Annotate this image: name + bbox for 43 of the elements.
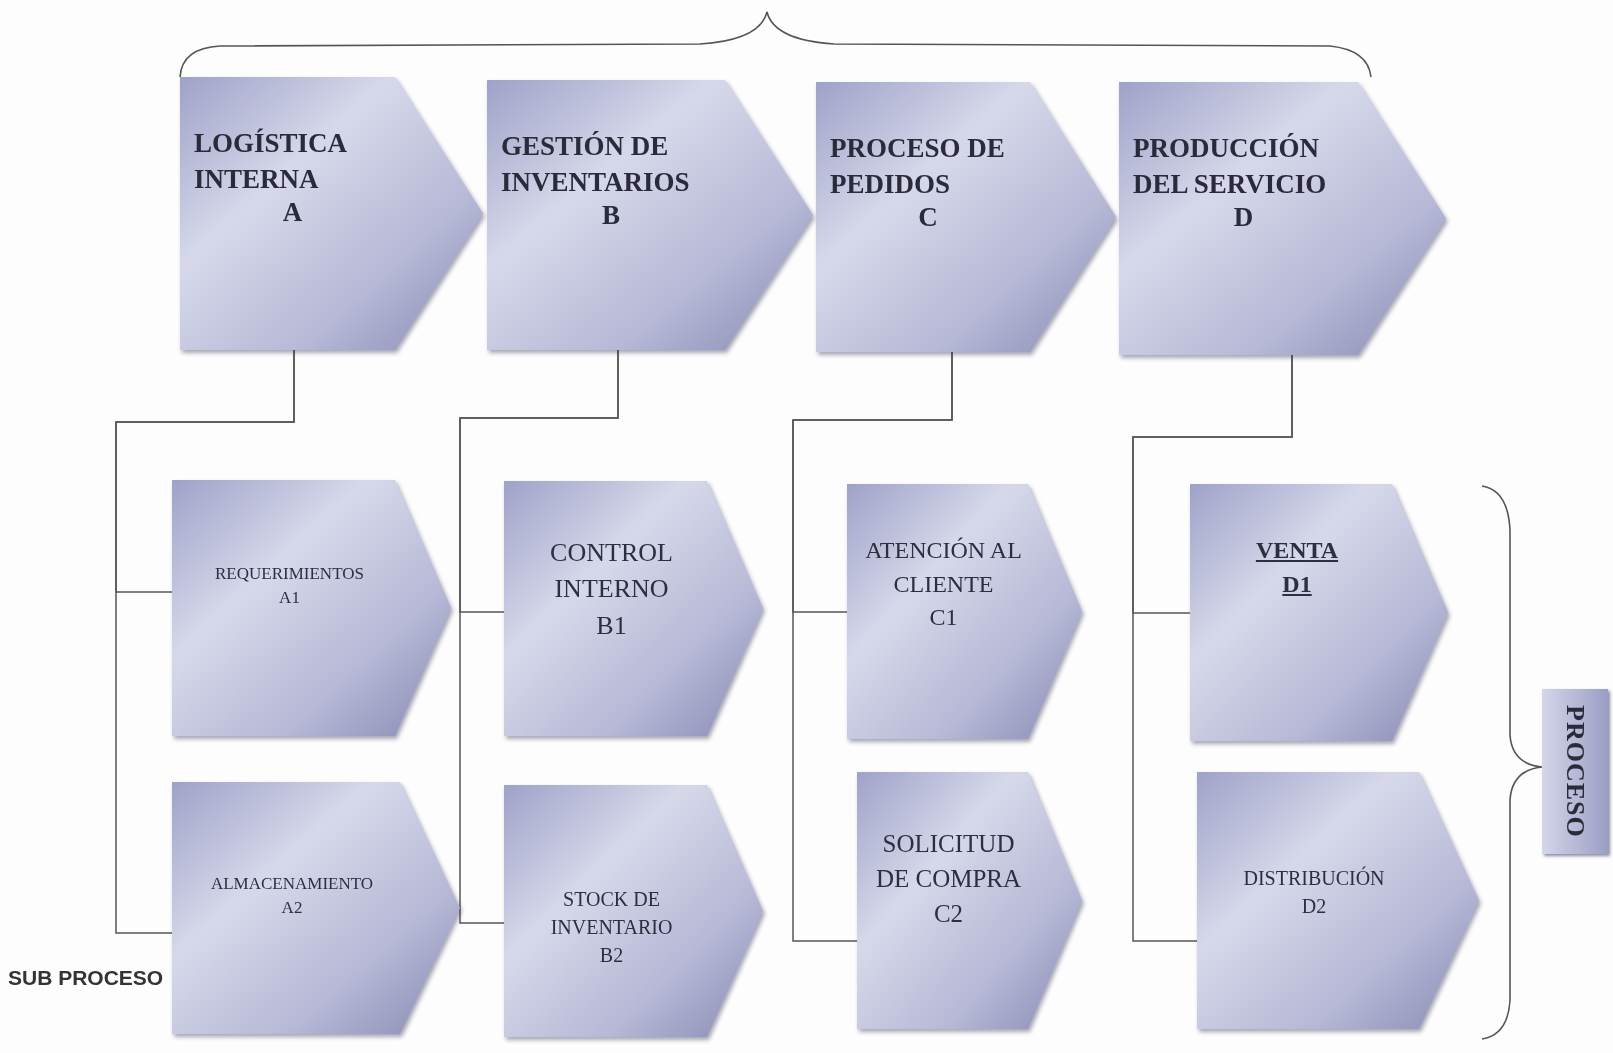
process-step-box [487,80,813,350]
subprocess-code: C1 [928,603,959,633]
process-title: PROCESO DE PEDIDOS [830,132,1006,201]
process-step-box [816,82,1116,352]
connector-line [115,349,295,934]
connector-line [459,349,619,924]
subprocess-title: VENTA [1254,536,1340,565]
subprocess-title: DISTRIBUCIÓN [1242,865,1386,891]
subprocess-box [847,484,1082,739]
subprocess-box [172,782,460,1034]
process-title: GESTIÓN DE INVENTARIOS [501,130,691,199]
subprocess-code: C2 [932,899,965,929]
subprocess-code: B2 [598,943,625,968]
process-title: LOGÍSTICA INTERNA [194,127,348,196]
connector-line [792,351,953,942]
subprocess-title: ALMACENAMIENTO [209,873,375,895]
subprocess-code: A2 [280,896,304,919]
subprocess-box [504,481,763,736]
subprocess-code: A1 [278,586,301,609]
subprocess-title: SOLICITUD DE COMPRA [874,829,1023,894]
subprocess-box [857,772,1082,1029]
process-step-box [1119,82,1446,355]
subprocess-title: ATENCIÓN AL CLIENTE [864,536,1023,599]
process-code: D [1232,202,1255,233]
subprocess-code: D1 [1281,569,1313,599]
connector-line [1132,354,1293,942]
subprocess-box [504,785,763,1037]
subprocess-box [1197,772,1479,1029]
process-code: A [281,197,304,228]
subprocess-code: B1 [595,609,628,642]
subprocess-title: CONTROL INTERNO [549,537,674,606]
process-label: PROCESO [1560,705,1590,838]
process-title: PRODUCCIÓN DEL SERVICIO [1133,132,1328,201]
subprocess-box [1190,484,1448,741]
subprocess-box [172,480,451,736]
subprocess-code: D2 [1300,894,1328,919]
section-label: SUB PROCESO [8,966,164,990]
subprocess-title: STOCK DE INVENTARIO [549,887,674,940]
process-code: B [601,200,621,231]
process-code: C [917,202,939,233]
subprocess-title: REQUERIMIENTOS [214,563,365,585]
process-step-box [180,77,483,350]
process-box [1542,689,1608,854]
